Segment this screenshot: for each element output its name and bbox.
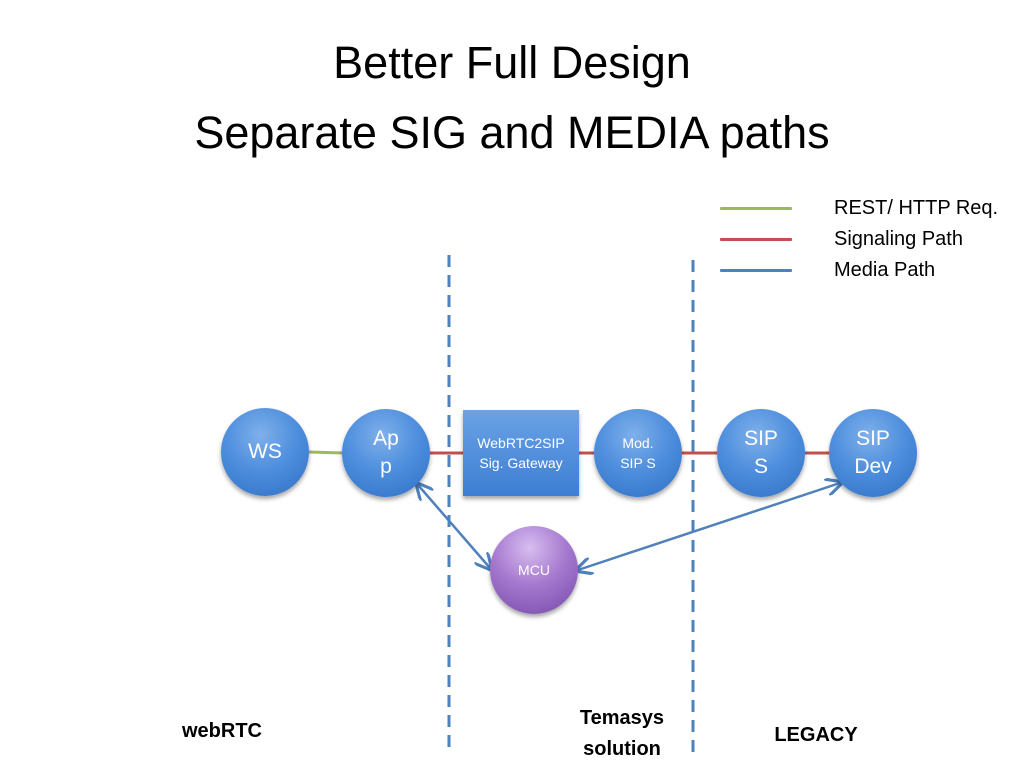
legend-label-media: Media Path bbox=[834, 259, 936, 281]
slide-subtitle: Separate SIG and MEDIA paths bbox=[194, 107, 830, 158]
node-sip-server-label: SIP S bbox=[744, 427, 778, 478]
legend-label-signaling: Signaling Path bbox=[834, 228, 963, 250]
legend-line-signaling bbox=[720, 238, 792, 241]
slide-title: Better Full Design bbox=[333, 37, 691, 88]
zone-label-legacy: LEGACY bbox=[774, 724, 858, 746]
media-link-mcu-sipdev bbox=[578, 483, 840, 570]
zone-label-webrtc: webRTC bbox=[182, 720, 262, 742]
legend-line-media bbox=[720, 269, 792, 272]
node-app: Ap p bbox=[342, 409, 430, 497]
node-ws-label: WS bbox=[248, 440, 282, 463]
node-sip-server: SIP S bbox=[717, 409, 805, 497]
legend-line-rest bbox=[720, 207, 792, 210]
node-mcu-label: MCU bbox=[518, 562, 550, 578]
node-ws: WS bbox=[221, 408, 309, 496]
node-mcu: MCU bbox=[490, 526, 578, 614]
rest-link-ws-app bbox=[308, 450, 344, 455]
legend-item-rest: REST/ HTTP Req. bbox=[720, 195, 1020, 225]
legend-label-rest: REST/ HTTP Req. bbox=[834, 197, 999, 219]
node-mod-sip-server-label: Mod. SIP S bbox=[620, 435, 656, 471]
node-mod-sip-server: Mod. SIP S bbox=[594, 409, 682, 497]
legend-item-media: Media Path bbox=[720, 257, 1020, 287]
node-sip-device-label: SIP Dev bbox=[854, 427, 892, 478]
zone-label-temasys: Temasys solution bbox=[579, 707, 665, 760]
node-sip-device: SIP Dev bbox=[829, 409, 917, 497]
media-link-app-mcu bbox=[418, 485, 490, 568]
node-sig-gateway-label: WebRTC2SIP Sig. Gateway bbox=[477, 435, 565, 471]
node-sig-gateway: WebRTC2SIP Sig. Gateway bbox=[463, 410, 579, 496]
legend-item-signaling: Signaling Path bbox=[720, 226, 1020, 256]
node-app-label: Ap p bbox=[373, 427, 399, 478]
